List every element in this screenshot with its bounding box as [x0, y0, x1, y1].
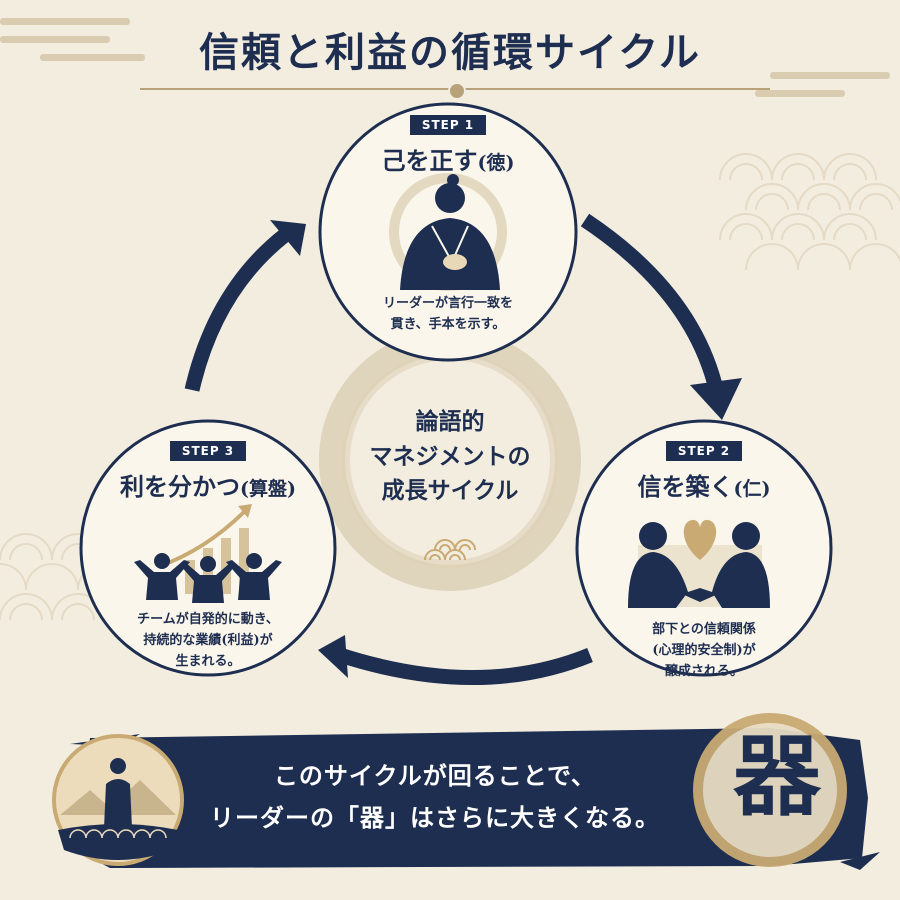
kanji-vessel: 器 — [732, 724, 821, 828]
banner-message: このサイクルが回ることで、 リーダーの「器」はさらに大きくなる。 — [210, 761, 660, 832]
arrow-head-right — [690, 378, 742, 420]
step-badge: STEP 2 — [665, 441, 743, 461]
wave-pattern-right — [719, 153, 900, 271]
title-divider-ornament — [448, 82, 466, 100]
step-badge: STEP 3 — [169, 441, 247, 461]
arrow-head-left — [270, 220, 306, 256]
samurai-medallion-icon — [52, 734, 184, 866]
cycle-arrows — [184, 213, 723, 685]
step-description: 部下との信頼関係 (心理的安全制)が 醸成される。 — [652, 622, 756, 679]
step-title: 信を築く(仁) — [637, 472, 771, 501]
step-1: STEP 1 己を正す(徳) — [348, 114, 548, 176]
step-description: チームが自発的に動き、 持続的な業績(利益)が 生まれる。 — [137, 612, 279, 669]
center-label: 論語的 マネジメントの 成長サイクル — [369, 408, 531, 504]
kanji-brush-circle — [693, 713, 847, 867]
wave-icon — [424, 539, 476, 561]
step-2: STEP 2 信を築く(仁) — [604, 440, 804, 502]
team-icon — [134, 553, 282, 603]
arrow-head-bottom — [318, 635, 348, 678]
step-badge: STEP 1 — [409, 115, 487, 135]
step-title: 利を分かつ(算盤) — [120, 472, 296, 501]
page-title: 信頼と利益の循環サイクル — [199, 29, 701, 76]
leader-icon — [389, 173, 507, 291]
step-3: STEP 3 利を分かつ(算盤) — [98, 440, 318, 502]
step-title: 己を正す(徳) — [381, 146, 515, 175]
step-description: リーダーが言行一致を 貫き、手本を示す。 — [382, 296, 513, 332]
heart-icon — [683, 519, 717, 560]
